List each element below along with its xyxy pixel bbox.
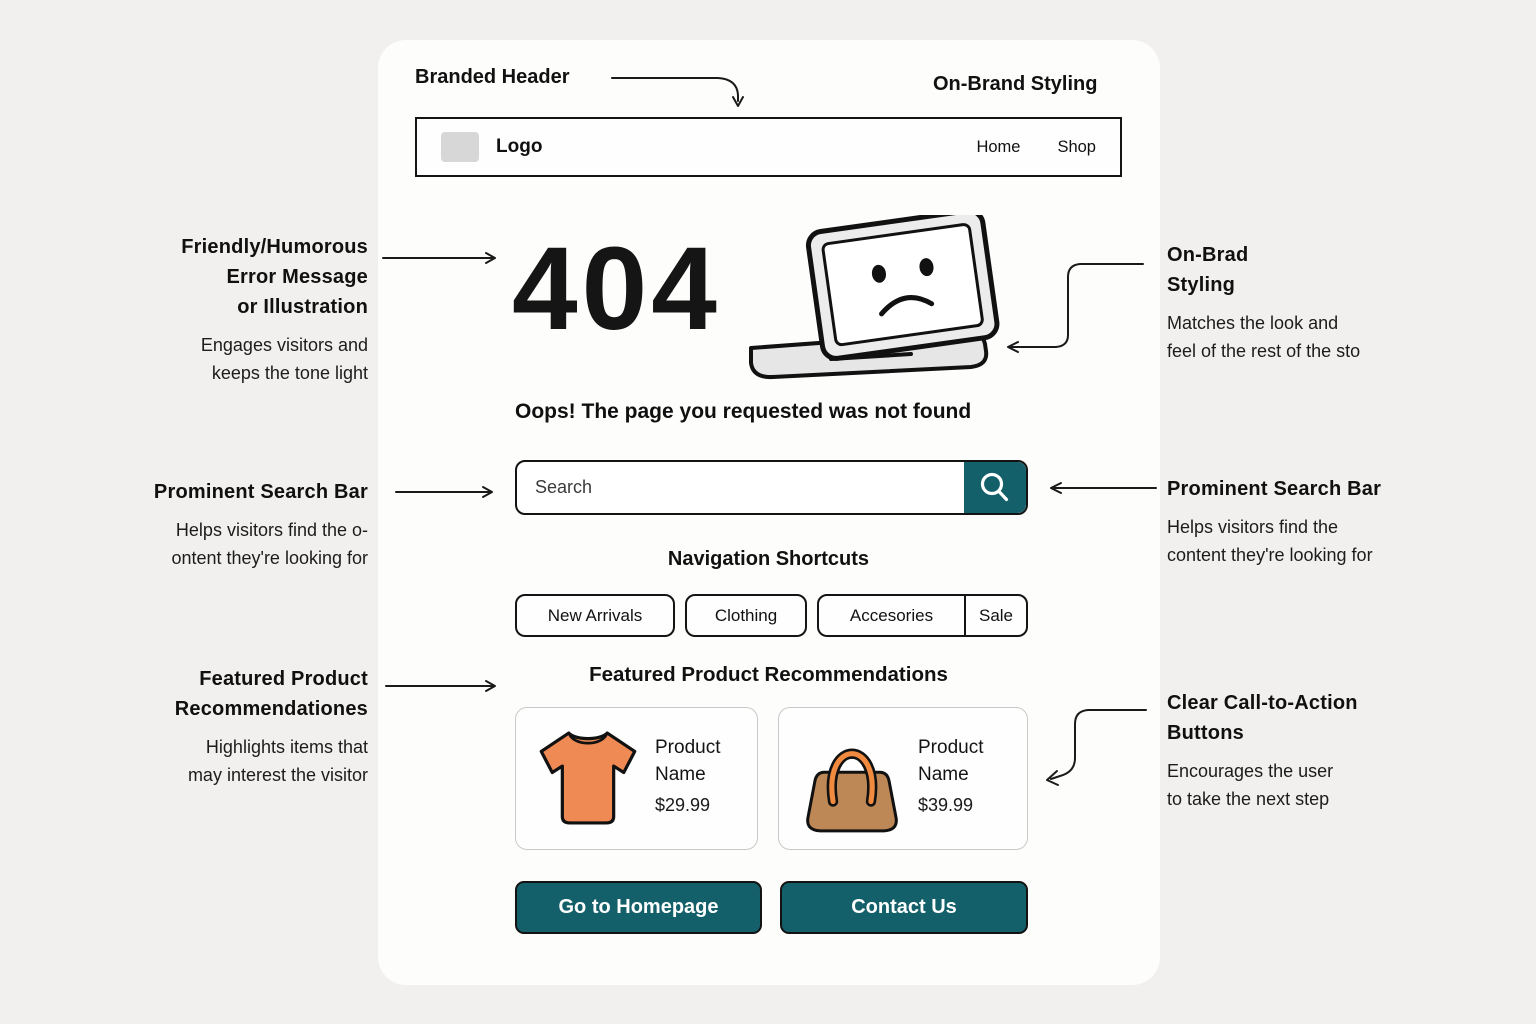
handbag-icon <box>806 748 898 833</box>
callout-cta-right: Clear Call-to-Action Buttons Encourages … <box>1167 692 1358 809</box>
callout-branded-header: Branded Header <box>415 66 570 88</box>
product-price: $29.99 <box>655 795 711 815</box>
shortcut-combo: Accesories Sale <box>817 594 1028 637</box>
product-price: $39.99 <box>918 795 974 815</box>
shortcut-clothing[interactable]: Clothing <box>685 594 807 637</box>
branded-header-bar: Logo Home Shop <box>415 117 1122 177</box>
shortcuts-title: Navigation Shortcuts <box>667 548 870 570</box>
callout-featured-left: Featured Product Recommendationes Highli… <box>174 668 368 785</box>
tshirt-icon <box>539 731 637 825</box>
search-bar <box>515 460 1028 515</box>
nav-link-home[interactable]: Home <box>976 137 1021 156</box>
search-button[interactable] <box>964 462 1026 513</box>
logo-placeholder-icon <box>441 132 479 162</box>
featured-title: Featured Product Recommendations <box>589 663 948 686</box>
sad-laptop-illustration <box>749 215 1000 380</box>
callout-search-left: Prominent Search Bar Helps visitors find… <box>153 481 368 568</box>
contact-us-button[interactable]: Contact Us <box>780 881 1028 934</box>
search-icon <box>980 472 1009 501</box>
header-nav: Home Shop <box>976 138 1096 157</box>
callout-friendly-error: Friendly/Humorous Error Message or Illus… <box>181 236 368 383</box>
shortcut-accesories[interactable]: Accesories <box>819 596 966 635</box>
search-input[interactable] <box>517 462 966 513</box>
shortcut-row: New Arrivals Clothing Accesories Sale <box>515 594 1028 637</box>
go-to-homepage-button[interactable]: Go to Homepage <box>515 881 762 934</box>
callout-on-brand-styling-top: On-Brand Styling <box>933 73 1098 95</box>
product-card-shirt[interactable]: Product Name $29.99 <box>515 707 758 850</box>
product-name: Product Name <box>655 737 721 785</box>
error-message: Oops! The page you requested was not fou… <box>515 400 972 423</box>
shortcut-sale[interactable]: Sale <box>978 605 1014 625</box>
callout-search-right: Prominent Search Bar Helps visitors find… <box>1167 478 1382 565</box>
product-info: Product Name $29.99 <box>655 734 720 816</box>
error-code-404: 404 <box>512 223 721 355</box>
product-name: Product Name <box>918 737 984 785</box>
nav-link-shop[interactable]: Shop <box>1057 137 1096 156</box>
product-info: Product Name $39.99 <box>918 734 983 816</box>
shortcut-new-arrivals[interactable]: New Arrivals <box>515 594 675 637</box>
logo-text[interactable]: Logo <box>496 136 543 157</box>
callout-on-brand-right: On-Brad Styling Matches the look and fee… <box>1167 244 1361 361</box>
product-card-bag[interactable]: Product Name $39.99 <box>778 707 1028 850</box>
